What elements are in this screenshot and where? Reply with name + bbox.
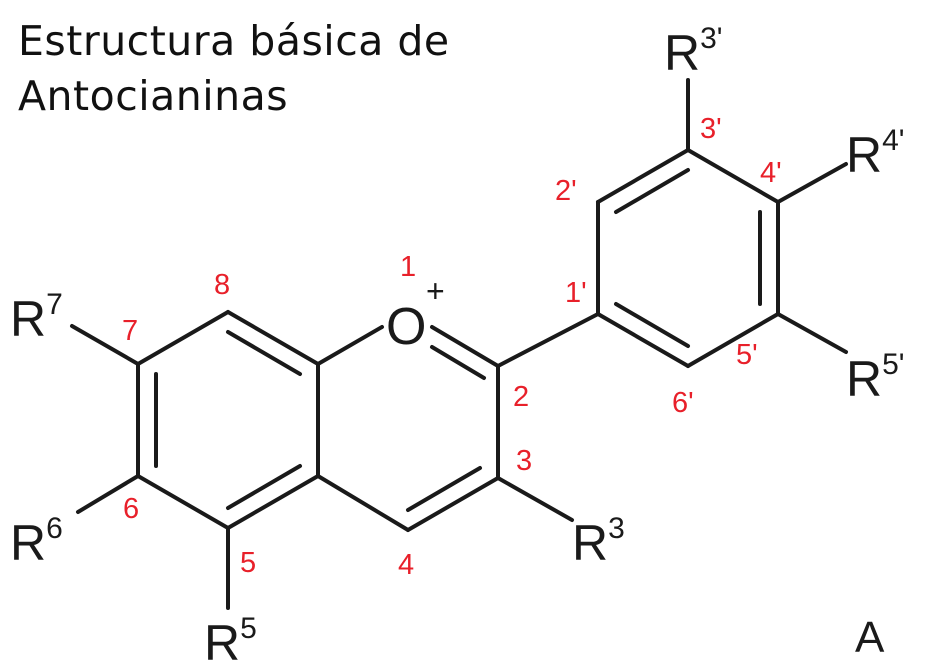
position-8: 8 [214, 269, 230, 301]
position-3-prime: 3' [700, 113, 722, 145]
bond-c2-c1p [496, 312, 600, 368]
bond-c7-r7 [70, 324, 140, 366]
ring-a [136, 310, 320, 530]
double-bond-c8-c8a [226, 330, 302, 376]
oxygen-atom: O [386, 298, 426, 356]
position-2: 2 [513, 381, 529, 413]
bond-c4a-c5 [226, 474, 320, 530]
position-1-prime: 1' [565, 277, 587, 309]
oxygen-charge: + [426, 273, 445, 309]
double-bond-c6p-c1p [614, 302, 690, 348]
r6-sup: 6 [46, 512, 63, 545]
title-line-2: Antocianinas [18, 72, 289, 120]
r5-base: R [204, 615, 240, 671]
bond-c3-r3 [496, 476, 574, 522]
bond-c5-c6 [136, 474, 230, 530]
substituent-r3: R3 [572, 512, 625, 571]
substituent-r3-prime: R3' [664, 22, 723, 81]
position-1: 1 [400, 251, 416, 283]
double-bond-c4a-c5 [226, 464, 302, 510]
bond-c2p-c3p [596, 148, 690, 204]
position-3: 3 [516, 445, 532, 477]
bond-c6-r6 [76, 474, 140, 514]
bond-c3p-c4p [686, 148, 780, 204]
double-bond-o1-c2 [430, 345, 486, 380]
position-4: 4 [398, 549, 414, 581]
r6-base: R [10, 515, 46, 571]
bond-c6p-c1p [596, 312, 690, 368]
ring-b [496, 148, 780, 368]
ring-c [316, 325, 500, 532]
position-7: 7 [122, 315, 138, 347]
r7-base: R [10, 291, 46, 347]
double-bond-c2p-c3p [614, 168, 690, 214]
bond-c8-c8a [226, 310, 320, 366]
slide-title: Estructura básica de Antocianinas [18, 14, 498, 124]
substituent-bonds [70, 78, 848, 610]
substituent-r6: R6 [10, 512, 63, 571]
position-5-prime: 5' [736, 339, 758, 371]
r4p-base: R [846, 127, 882, 183]
position-6-prime: 6' [672, 387, 694, 419]
double-bond-c3-c4 [406, 466, 482, 512]
bond-o1-c2 [430, 325, 500, 368]
r7-sup: 7 [46, 288, 63, 321]
r3-base: R [572, 515, 608, 571]
bond-c4-c4a [316, 474, 410, 532]
position-4-prime: 4' [760, 157, 782, 189]
substituent-r5: R5 [204, 612, 257, 671]
substituent-r7: R7 [10, 288, 63, 347]
r3-sup: 3 [608, 512, 625, 545]
r3p-sup: 3' [700, 22, 722, 55]
bond-c7-c8 [136, 310, 230, 366]
r4p-sup: 4' [882, 124, 904, 157]
panel-label: A [855, 613, 885, 662]
substituent-r4-prime: R4' [846, 124, 905, 183]
bond-c3-c4 [406, 476, 500, 532]
position-numbers: 1 2 3 4 5 6 7 8 1' 2' 3' 4' 5' 6' [122, 113, 782, 581]
title-line-1: Estructura básica de [18, 17, 450, 65]
bond-c4p-r4p [776, 162, 848, 204]
position-2-prime: 2' [555, 175, 577, 207]
substituent-r5-prime: R5' [846, 348, 905, 407]
bond-c5p-c6p [686, 312, 780, 368]
bond-c8a-o1 [316, 325, 384, 366]
r5-sup: 5 [240, 612, 257, 645]
r5p-sup: 5' [882, 348, 904, 381]
r3p-base: R [664, 25, 700, 81]
bond-c5p-r5p [776, 312, 848, 354]
position-5: 5 [240, 547, 256, 579]
position-6: 6 [123, 493, 139, 525]
r5p-base: R [846, 351, 882, 407]
